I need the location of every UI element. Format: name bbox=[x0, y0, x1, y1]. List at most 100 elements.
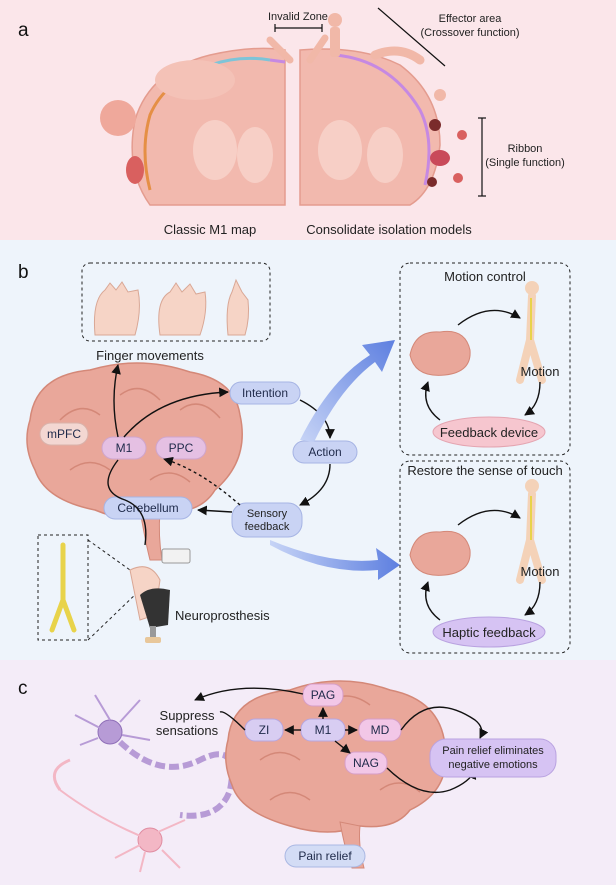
restore-touch-box bbox=[399, 460, 571, 654]
neuroprosthesis-label: Neuroprosthesis bbox=[175, 608, 270, 623]
ribbon-bracket bbox=[478, 117, 486, 197]
mpfc-label: mPFC bbox=[47, 427, 81, 441]
motion-label-2: Motion bbox=[520, 564, 559, 579]
arrow-zi-to-suppress bbox=[219, 711, 246, 731]
pain-relief-eliminates-pill bbox=[429, 738, 557, 778]
arrow-feedback-to-cerebellum bbox=[197, 505, 233, 516]
nag-label: NAG bbox=[353, 756, 379, 770]
sensory-feedback-line1: Sensory bbox=[247, 508, 288, 520]
classic-m1-slice bbox=[100, 47, 286, 206]
finger-movements-label: Finger movements bbox=[96, 348, 204, 363]
panel-c-letter: c bbox=[18, 678, 28, 699]
big-arrow-to-restore-touch bbox=[270, 540, 400, 580]
suppress-line1: Suppress bbox=[160, 708, 215, 723]
prosthetic-socket-icon bbox=[140, 588, 170, 628]
invalid-zone-label: Invalid Zone bbox=[268, 11, 328, 23]
panel-c: c PAG ZI M1 MD NAG bbox=[0, 660, 616, 885]
md-label: MD bbox=[371, 723, 390, 737]
arrow-pag-to-suppress bbox=[194, 687, 304, 701]
ppc-label: PPC bbox=[169, 441, 194, 455]
invalid-zone-limb-icon bbox=[266, 36, 294, 64]
haptic-feedback-pill bbox=[432, 616, 546, 648]
arrow-m1-to-fingers bbox=[111, 364, 121, 438]
motion-control-title: Motion control bbox=[444, 269, 526, 284]
eye-icon-lower bbox=[427, 177, 437, 187]
pain-relief-label: Pain relief bbox=[298, 849, 352, 863]
nerve-icon bbox=[49, 542, 77, 633]
motion-control-box bbox=[399, 262, 571, 456]
effector-area-subtitle: (Crossover function) bbox=[420, 27, 519, 39]
motion-label-1: Motion bbox=[520, 364, 559, 379]
tongue-icon bbox=[126, 156, 144, 184]
arrow-m1-to-prosthesis bbox=[107, 459, 147, 546]
pag-label: PAG bbox=[311, 688, 335, 702]
brain-icon-motion bbox=[409, 330, 471, 376]
feedback-device-label: Feedback device bbox=[440, 425, 538, 440]
effector-area-title: Effector area bbox=[439, 13, 503, 25]
panel-a-letter: a bbox=[18, 20, 29, 41]
hand-icon bbox=[434, 89, 446, 101]
pag-pill bbox=[302, 683, 344, 707]
ppc-pill bbox=[155, 436, 207, 460]
mpfc-pill bbox=[39, 422, 89, 446]
arm-icon bbox=[370, 46, 425, 65]
restore-touch-title: Restore the sense of touch bbox=[407, 463, 562, 478]
homunculus-face-icon bbox=[100, 100, 136, 136]
neuron-illustration bbox=[52, 694, 235, 873]
arrow-m1-to-intention bbox=[123, 387, 229, 438]
sensory-feedback-line2: feedback bbox=[245, 521, 290, 533]
action-label: Action bbox=[308, 445, 341, 459]
cerebellum-label: Cerebellum bbox=[117, 501, 178, 515]
hand-icons bbox=[94, 278, 250, 336]
body-figure-icon bbox=[328, 13, 342, 27]
arrow-motion-to-feedback bbox=[524, 381, 541, 416]
nag-pill bbox=[344, 751, 388, 775]
effector-area-bracket bbox=[377, 7, 446, 67]
ribbon-title: Ribbon bbox=[508, 143, 543, 155]
m1-label-c: M1 bbox=[315, 723, 332, 737]
walking-figure-icon bbox=[516, 281, 546, 384]
zi-label: ZI bbox=[259, 723, 270, 737]
pain-relief-pill bbox=[284, 844, 366, 868]
arrow-haptic-to-brain bbox=[420, 581, 441, 621]
big-arrow-to-motion-control bbox=[300, 340, 395, 442]
arrow-motion-to-haptic bbox=[524, 581, 541, 616]
ribbon-organ-icon bbox=[457, 130, 467, 140]
brain-icon-touch bbox=[409, 530, 471, 576]
hand-icon-2 bbox=[158, 282, 207, 336]
stimulator-device-icon bbox=[161, 548, 191, 564]
arrow-brain-to-motion-2 bbox=[457, 509, 521, 526]
isolation-model-slice bbox=[266, 13, 467, 206]
intention-pill bbox=[229, 381, 301, 405]
suppress-line2: sensations bbox=[156, 723, 219, 738]
arrow-feedback-to-ppc bbox=[163, 456, 241, 506]
arrow-md-to-relief bbox=[400, 706, 489, 739]
finger-movements-box bbox=[81, 262, 271, 342]
cerebellum-pill bbox=[103, 496, 193, 520]
pain-relief-eliminates-line2: negative emotions bbox=[448, 759, 538, 771]
consolidate-isolation-caption: Consolidate isolation models bbox=[306, 222, 472, 237]
arrow-feedback-to-brain bbox=[420, 381, 441, 421]
feedback-device-pill bbox=[432, 416, 546, 448]
arrow-brain-to-motion bbox=[457, 309, 521, 326]
haptic-feedback-label: Haptic feedback bbox=[442, 625, 536, 640]
neuron-purple-icon bbox=[97, 719, 123, 745]
invalid-zone-bracket bbox=[274, 24, 323, 32]
hand-icon-1 bbox=[94, 281, 140, 336]
m1-label: M1 bbox=[116, 441, 133, 455]
arrow-action-to-feedback bbox=[299, 463, 331, 506]
walking-figure-icon-2 bbox=[516, 479, 546, 584]
sensory-feedback-pill bbox=[231, 502, 303, 538]
prosthetic-foot-icon bbox=[145, 637, 161, 643]
action-pill bbox=[292, 440, 358, 464]
classic-m1-caption: Classic M1 map bbox=[164, 222, 256, 237]
hand-icon-3 bbox=[226, 278, 250, 336]
panel-a: a bbox=[0, 0, 616, 240]
panel-b-letter: b bbox=[18, 262, 29, 283]
ribbon-organ-icon-lower bbox=[453, 173, 463, 183]
ribbon-subtitle: (Single function) bbox=[485, 157, 565, 169]
mouth-icon bbox=[430, 150, 450, 166]
pain-relief-eliminates-line1: Pain relief eliminates bbox=[442, 745, 544, 757]
